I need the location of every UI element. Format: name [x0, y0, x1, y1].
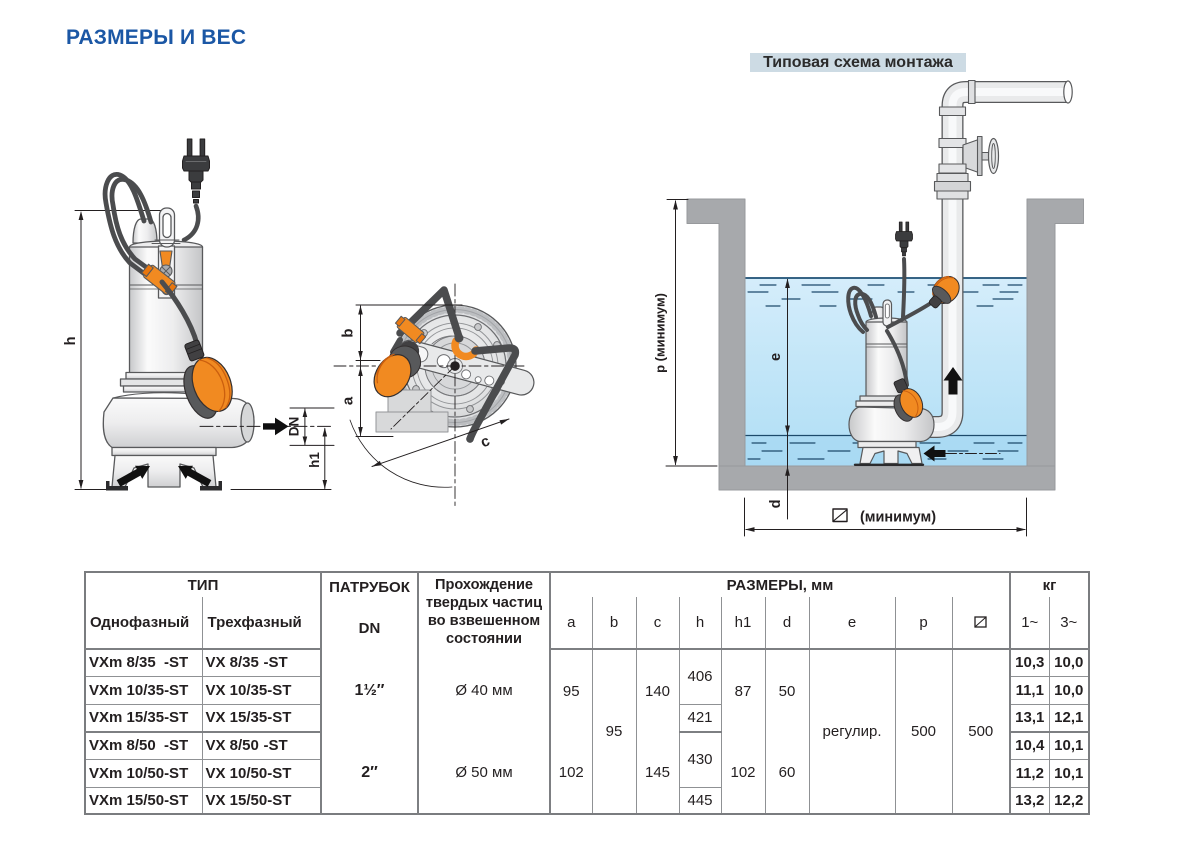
svg-text:(минимум): (минимум)	[860, 510, 936, 526]
svg-text:h: h	[63, 337, 79, 346]
svg-text:d: d	[768, 500, 784, 509]
svg-text:a: a	[340, 396, 357, 405]
svg-text:p (минимум): p (минимум)	[653, 293, 668, 373]
svg-text:c: c	[478, 432, 492, 451]
svg-text:e: e	[768, 353, 784, 361]
svg-text:h1: h1	[307, 452, 322, 468]
svg-text:b: b	[340, 328, 357, 337]
svg-text:DN: DN	[287, 417, 302, 437]
